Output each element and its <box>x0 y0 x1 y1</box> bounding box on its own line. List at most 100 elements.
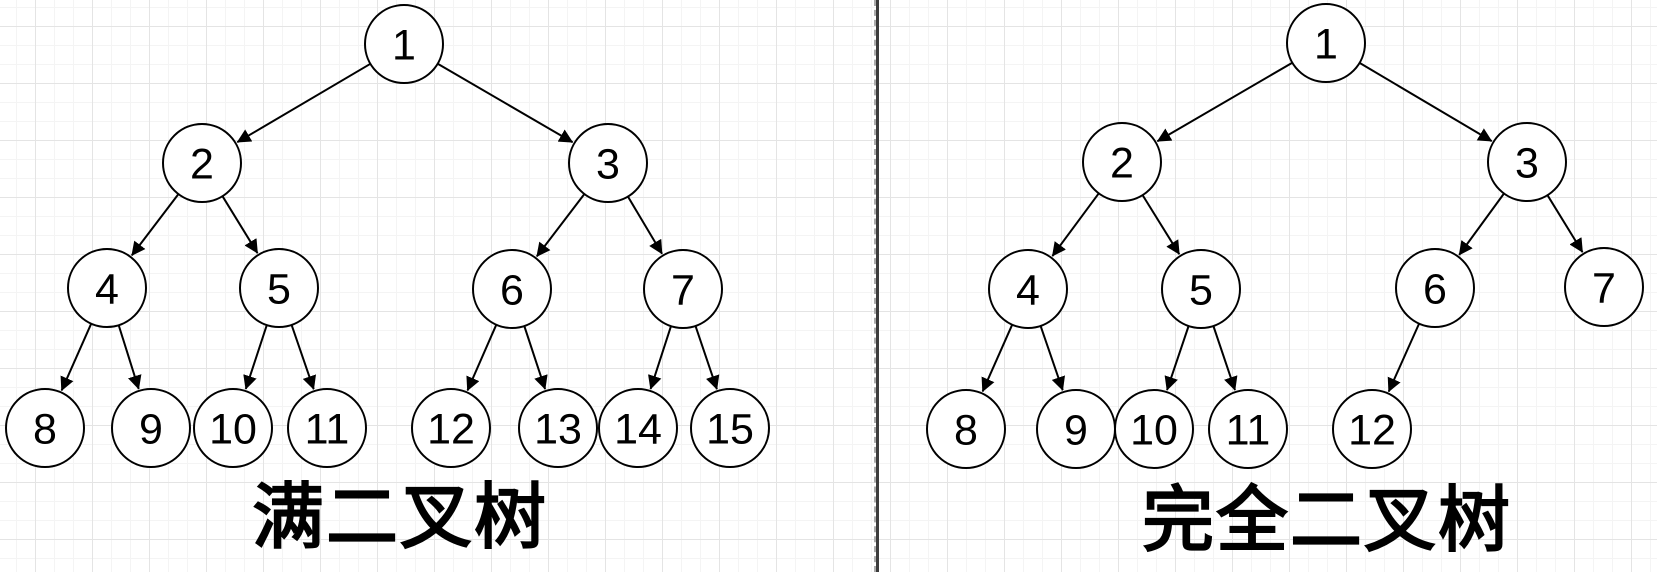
node-value: 5 <box>267 265 291 313</box>
node-value: 12 <box>1348 406 1396 454</box>
complete-binary-tree-node-2[interactable]: 2 <box>1082 122 1162 202</box>
full-binary-tree-node-10[interactable]: 10 <box>193 388 273 468</box>
node-value: 8 <box>33 405 57 453</box>
node-circle[interactable] <box>690 388 770 468</box>
node-value: 9 <box>139 405 163 453</box>
full-binary-tree-node-2[interactable]: 2 <box>162 123 242 203</box>
tree-edge-1-2 <box>236 62 371 144</box>
node-value: 2 <box>190 140 214 188</box>
node-circle[interactable] <box>1395 248 1475 328</box>
complete-binary-tree-node-5[interactable]: 5 <box>1161 249 1241 329</box>
node-value: 8 <box>954 406 978 454</box>
node-value: 9 <box>1064 406 1088 454</box>
node-circle[interactable] <box>568 123 648 203</box>
node-value: 2 <box>1110 139 1134 187</box>
tree-edge-2-4 <box>1051 192 1100 257</box>
complete-binary-tree-node-9[interactable]: 9 <box>1036 389 1116 469</box>
complete-binary-tree-node-4[interactable]: 4 <box>988 249 1068 329</box>
complete-binary-tree-node-8[interactable]: 8 <box>926 389 1006 469</box>
tree-edge-1-3 <box>1359 62 1493 142</box>
full-binary-tree-node-12[interactable]: 12 <box>411 388 491 468</box>
tree-edge-7-14 <box>648 325 672 390</box>
tree-edge-3-7 <box>627 195 663 255</box>
node-circle[interactable] <box>643 249 723 329</box>
node-value: 11 <box>305 405 350 453</box>
node-value: 7 <box>1592 264 1616 312</box>
tree-edge-3-6 <box>1458 192 1505 256</box>
full-binary-tree-node-4[interactable]: 4 <box>67 248 147 328</box>
tree-edge-2-4 <box>131 193 180 257</box>
node-circle[interactable] <box>926 389 1006 469</box>
node-value: 6 <box>500 266 524 314</box>
complete-binary-tree-node-10[interactable]: 10 <box>1114 389 1194 469</box>
complete-binary-tree-node-6[interactable]: 6 <box>1395 248 1475 328</box>
node-circle[interactable] <box>598 388 678 468</box>
node-value: 1 <box>1314 20 1338 68</box>
tree-edge-5-10 <box>243 324 268 390</box>
full-binary-tree-node-11[interactable]: 11 <box>287 388 367 468</box>
node-value: 12 <box>427 405 475 453</box>
tree-edge-4-9 <box>1039 325 1065 391</box>
tree-edge-1-3 <box>437 62 574 144</box>
tree-edge-7-15 <box>694 325 720 390</box>
node-circle[interactable] <box>518 388 598 468</box>
node-circle[interactable] <box>1161 249 1241 329</box>
complete-binary-tree-node-12[interactable]: 12 <box>1332 389 1412 469</box>
full-binary-tree-node-15[interactable]: 15 <box>690 388 770 468</box>
tree-edge-4-8 <box>60 323 93 392</box>
node-value: 7 <box>671 266 695 314</box>
tree-edge-6-12 <box>1387 323 1421 393</box>
node-value: 14 <box>614 405 662 453</box>
node-circle[interactable] <box>988 249 1068 329</box>
complete-binary-tree-node-11[interactable]: 11 <box>1208 389 1288 469</box>
tree-edge-5-10 <box>1164 325 1190 391</box>
full-binary-tree-node-7[interactable]: 7 <box>643 249 723 329</box>
node-value: 3 <box>596 140 620 188</box>
node-circle[interactable] <box>193 388 273 468</box>
full-binary-tree-node-8[interactable]: 8 <box>5 388 85 468</box>
node-circle[interactable] <box>111 388 191 468</box>
node-circle[interactable] <box>287 388 367 468</box>
full-binary-tree-node-5[interactable]: 5 <box>239 248 319 328</box>
tree-edge-2-5 <box>221 195 259 254</box>
full-binary-tree-node-1[interactable]: 1 <box>364 4 444 84</box>
full-binary-tree-node-3[interactable]: 3 <box>568 123 648 203</box>
node-circle[interactable] <box>472 249 552 329</box>
tree-edge-3-7 <box>1546 194 1584 253</box>
node-circle[interactable] <box>239 248 319 328</box>
panel-divider-line <box>874 0 879 572</box>
node-circle[interactable] <box>1208 389 1288 469</box>
node-circle[interactable] <box>162 123 242 203</box>
node-circle[interactable] <box>1487 122 1567 202</box>
node-value: 13 <box>534 405 582 453</box>
node-circle[interactable] <box>411 388 491 468</box>
full-binary-tree-node-14[interactable]: 14 <box>598 388 678 468</box>
tree-edge-6-12 <box>466 324 498 392</box>
full-binary-tree-node-6[interactable]: 6 <box>472 249 552 329</box>
node-value: 4 <box>1016 266 1040 314</box>
node-circle[interactable] <box>1286 3 1366 83</box>
tree-edge-1-2 <box>1156 61 1293 143</box>
tree-edge-4-9 <box>117 324 142 390</box>
complete-binary-tree-node-7[interactable]: 7 <box>1564 247 1644 327</box>
node-circle[interactable] <box>67 248 147 328</box>
node-circle[interactable] <box>1114 389 1194 469</box>
tree-edge-3-6 <box>536 193 586 258</box>
node-circle[interactable] <box>1082 122 1162 202</box>
complete-binary-tree-node-1[interactable]: 1 <box>1286 3 1366 83</box>
node-value: 3 <box>1515 139 1539 187</box>
node-circle[interactable] <box>1332 389 1412 469</box>
complete-binary-tree-node-3[interactable]: 3 <box>1487 122 1567 202</box>
node-circle[interactable] <box>1564 247 1644 327</box>
full-binary-tree-node-9[interactable]: 9 <box>111 388 191 468</box>
complete-binary-tree-caption: 完全二叉树 <box>1141 481 1513 561</box>
node-circle[interactable] <box>5 388 85 468</box>
node-value: 11 <box>1226 406 1271 454</box>
tree-edge-2-5 <box>1141 194 1181 255</box>
node-value: 1 <box>392 21 416 69</box>
node-value: 4 <box>95 265 119 313</box>
node-circle[interactable] <box>364 4 444 84</box>
full-binary-tree-node-13[interactable]: 13 <box>518 388 598 468</box>
